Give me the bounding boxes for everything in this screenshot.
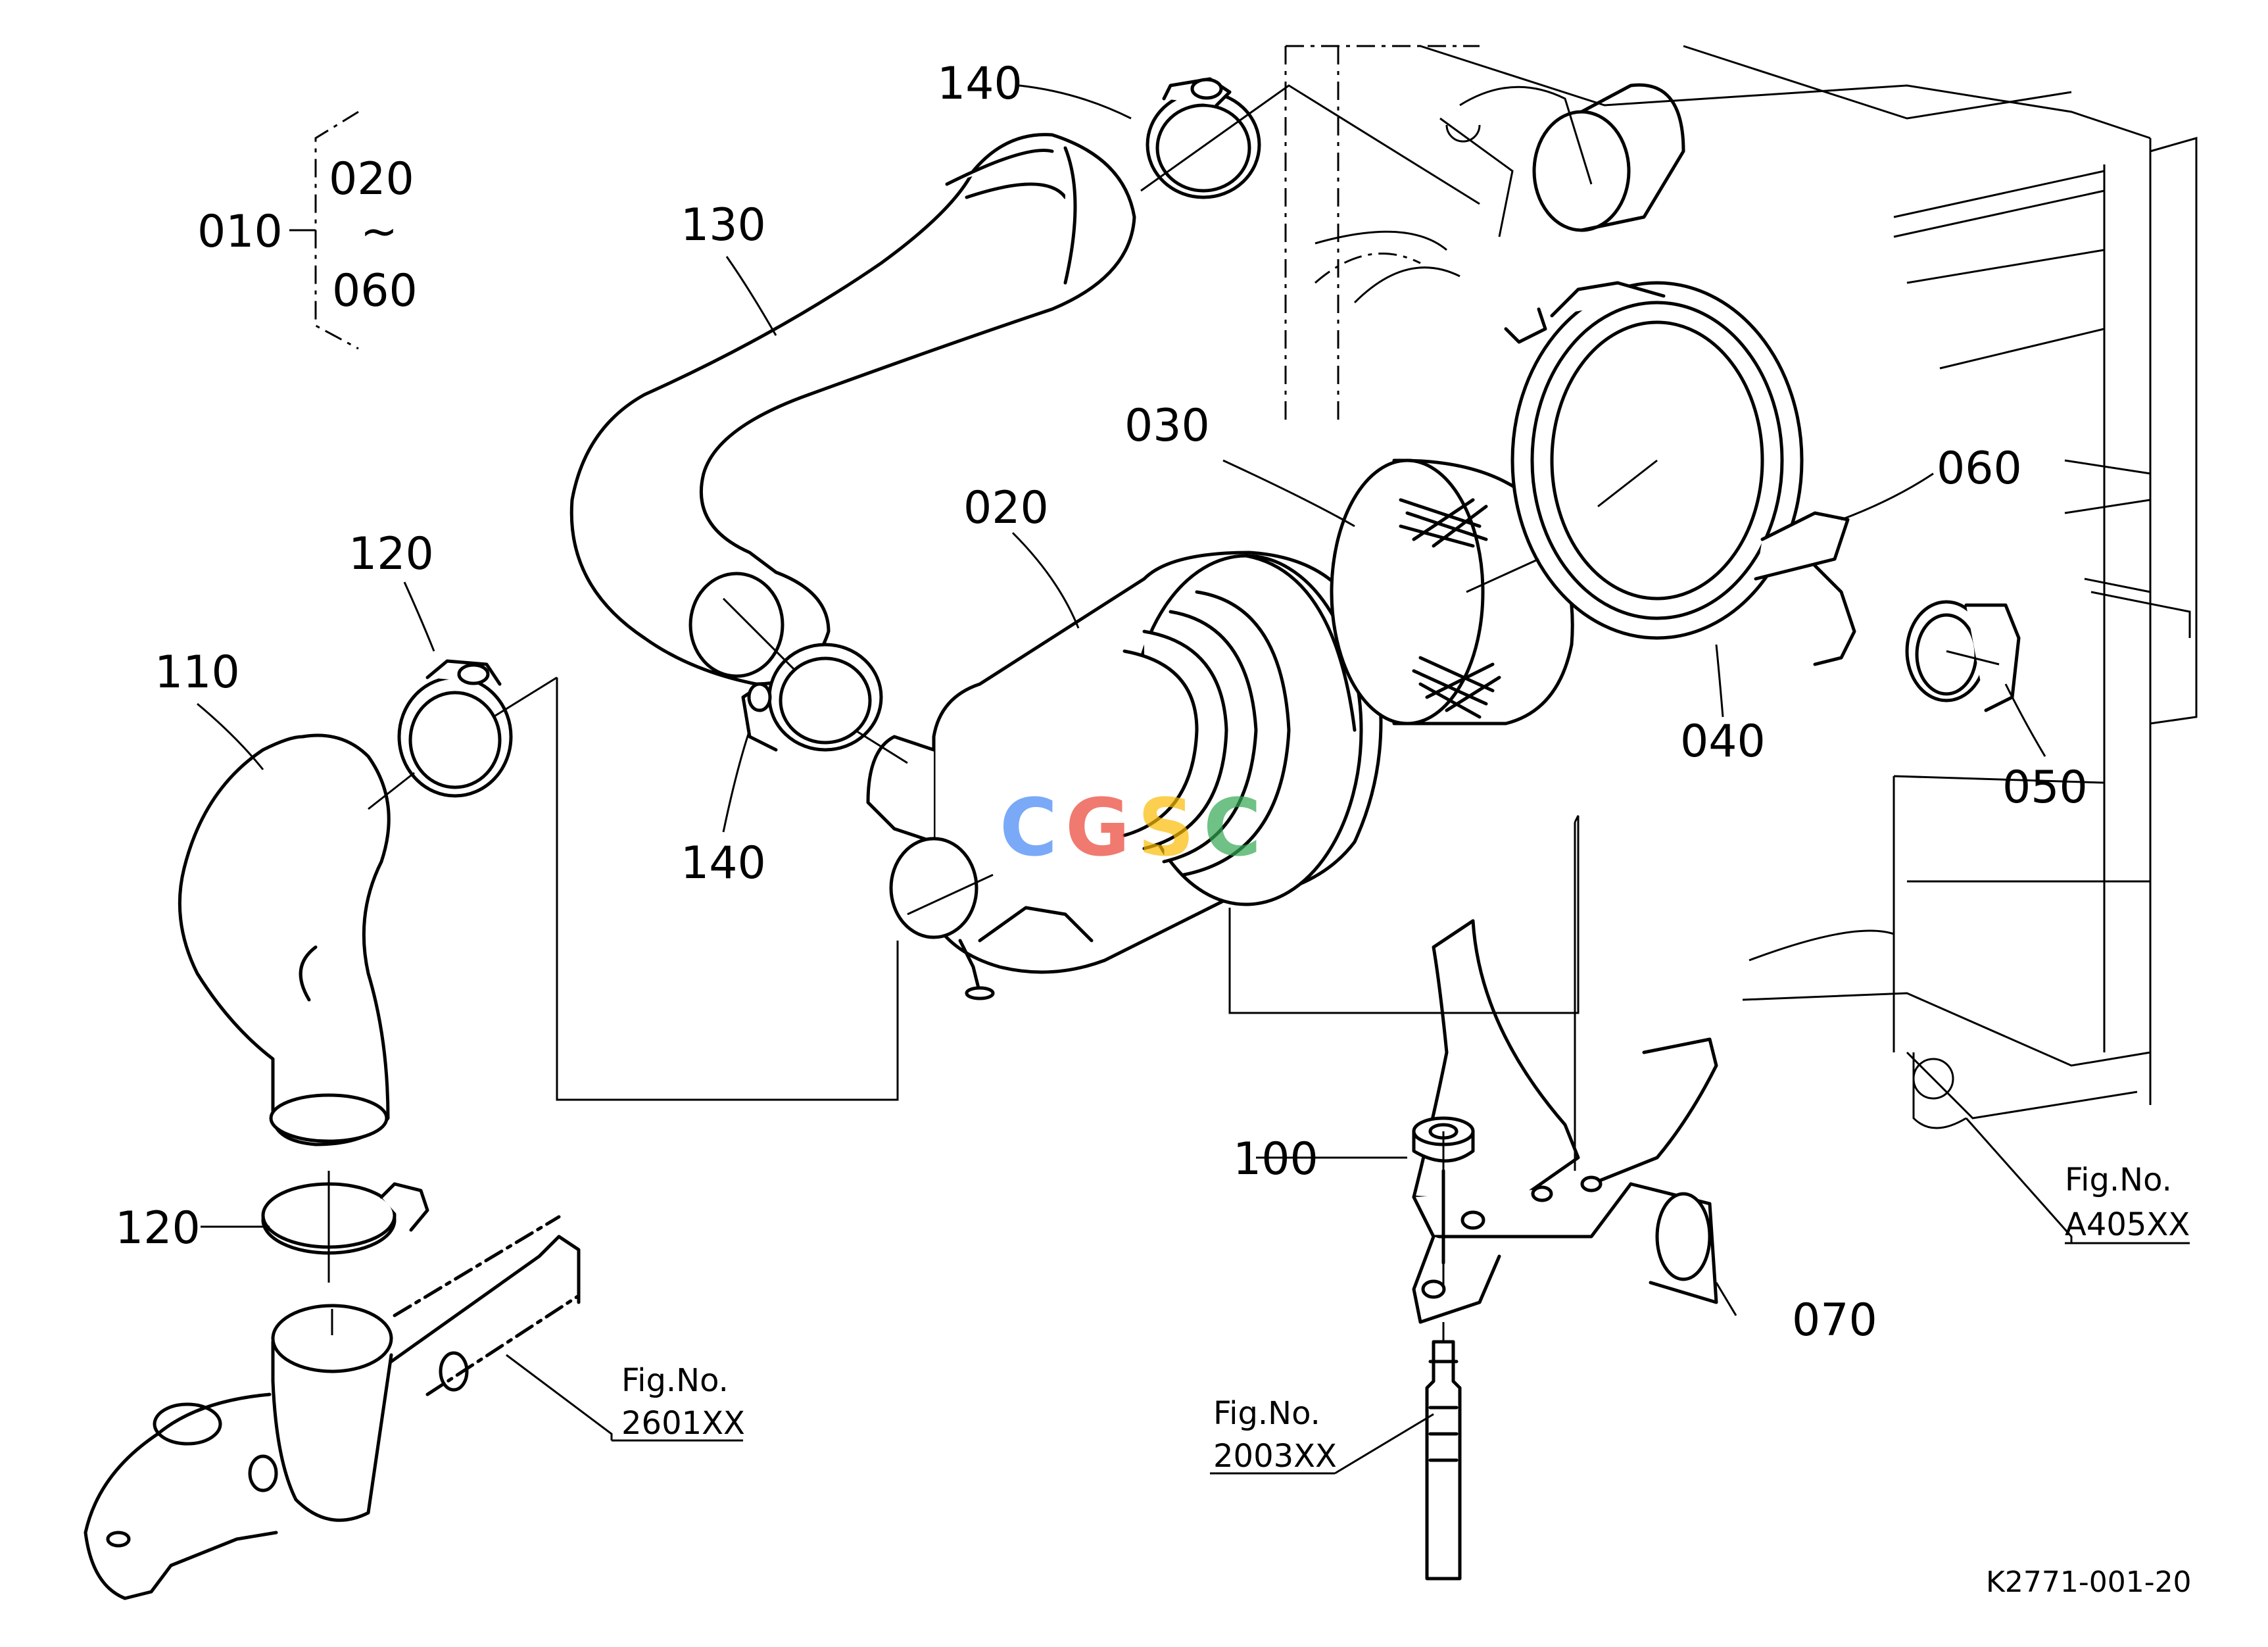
elbow-hose-110 [178, 733, 391, 1146]
label-130: 130 [681, 199, 766, 251]
label-050: 050 [2002, 762, 2088, 814]
drawing-code: K2771-001-20 [1986, 1565, 2192, 1599]
label-070: 070 [1792, 1294, 1877, 1346]
fig-ref-a405-title: Fig.No. [2065, 1162, 2172, 1198]
label-030: 030 [1124, 400, 1210, 452]
label-060-range: 060 [332, 265, 418, 317]
label-040: 040 [1680, 716, 1766, 768]
hose-clamp-120-top [397, 659, 513, 798]
fig-ref-2003-title: Fig.No. [1213, 1395, 1320, 1432]
label-140-top: 140 [937, 58, 1023, 110]
watermark-letter-g: G [1065, 783, 1130, 874]
label-010: 010 [197, 206, 283, 258]
fig-ref-a405-number[interactable]: A405XX [2065, 1206, 2190, 1243]
intake-hose-130 [569, 133, 1136, 686]
hose-clamp-140-top [1146, 77, 1261, 199]
watermark-letter-c2: C [1203, 783, 1261, 874]
fig-ref-2003-number[interactable]: 2003XX [1213, 1438, 1337, 1475]
label-leaders [197, 84, 2073, 1475]
label-120-top: 120 [349, 528, 434, 580]
hose-clamp-120-bottom [261, 1182, 429, 1255]
assembly-lines [327, 84, 2000, 1342]
watermark-letter-s: S [1138, 783, 1194, 874]
label-020: 020 [963, 482, 1049, 534]
group-bracket-010 [289, 111, 359, 350]
watermark-letter-c1: C [1000, 783, 1057, 874]
fig-ref-2601-title: Fig.No. [621, 1362, 729, 1399]
label-range-separator: ~ [360, 206, 398, 258]
label-060: 060 [1937, 443, 2022, 495]
label-020-range: 020 [329, 153, 414, 205]
label-120-bottom: 120 [115, 1202, 201, 1254]
cgsc-watermark: C G S C [1000, 783, 1261, 874]
fig-ref-2003[interactable]: Fig.No. 2003XX [1210, 1395, 1337, 1475]
label-100: 100 [1233, 1133, 1318, 1185]
fig-ref-2601-number[interactable]: 2601XX [621, 1405, 745, 1442]
machine-frame-outline [1284, 45, 2198, 1129]
figure-references: Fig.No. A405XX Fig.No. 2601XX Fig.No. 20… [612, 1162, 2190, 1475]
label-110: 110 [155, 647, 240, 699]
fig-ref-a405[interactable]: Fig.No. A405XX [2065, 1162, 2190, 1244]
frame-inlet-pipe [1532, 83, 1685, 232]
hose-clamp-140-mid [741, 643, 883, 752]
part-labels: 010 020 ~ 060 140 130 120 110 120 140 02… [115, 58, 2088, 1346]
label-140-mid: 140 [681, 837, 766, 889]
fig-ref-2601[interactable]: Fig.No. 2601XX [612, 1362, 745, 1442]
engine-manifold [84, 1215, 581, 1600]
air-cleaner-body-020 [866, 551, 1383, 1000]
stud-bolt [1425, 1340, 1462, 1581]
